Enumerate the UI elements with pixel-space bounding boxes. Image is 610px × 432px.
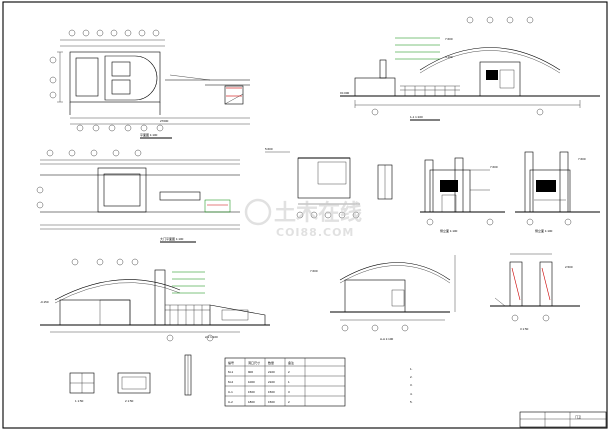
level-7600: 7.600 <box>445 37 453 41</box>
watermark: 土木在线 COI88.COM <box>244 198 362 239</box>
watermark-logo-icon <box>244 198 272 226</box>
schedule-row-1-c0: M-2 <box>228 380 233 384</box>
detail-3-title: 3 1:50 <box>520 327 529 331</box>
window-details: 1 1:50 2 1:50 <box>69 354 192 403</box>
schedule-row-0-c1: 900 <box>248 370 253 374</box>
pillar-level: 2.500 <box>565 265 573 269</box>
schedule-header-1: 洞口尺寸 <box>248 360 260 365</box>
level-4100: 4.100 <box>445 55 453 59</box>
west-elevation-title: 侧立面 1:100 <box>535 228 553 233</box>
east-elevation-title: 侧立面 1:100 <box>440 228 458 233</box>
section-detail: 5.600 <box>265 147 393 219</box>
detail-level: 5.600 <box>265 147 273 151</box>
gate-pillar-detail: 2.500 3 1:50 <box>490 253 580 331</box>
note-4: 4. <box>410 392 413 396</box>
gate-plan: 大门平面图 1:100 <box>36 149 240 243</box>
schedule-row-2-c0: C-1 <box>228 390 233 394</box>
long-level: -0.150 <box>40 300 49 304</box>
dim-total-plan: 27000 <box>160 119 169 123</box>
section-a-a-title: A-A 1:100 <box>380 337 394 341</box>
note-2: 2. <box>410 375 413 379</box>
schedule-row-1-c3: 1 <box>288 380 290 384</box>
east-level-top: 7.600 <box>490 165 498 169</box>
title-block-text: 门卫 <box>575 414 581 419</box>
schedule-row-3-c0: C-2 <box>228 400 233 404</box>
schedule-row-1-c1: 1000 <box>248 380 255 384</box>
schedule-row-1-c2: 2100 <box>268 380 275 384</box>
section-level: 7.600 <box>310 269 318 273</box>
watermark-sub-text: COI88.COM <box>276 226 354 239</box>
note-5: 5. <box>410 400 413 404</box>
floor-plan: 平面图 1:100 27000 <box>49 29 250 139</box>
level-000: ±0.000 <box>340 91 349 95</box>
elevation-1-1: 7.600 4.100 ±0.000 1-1 1:100 <box>340 16 600 121</box>
schedule-row-2-c3: 3 <box>288 390 290 394</box>
schedule-header-0: 编号 <box>228 360 234 365</box>
elevation-long: -0.150 2-2 1:100 <box>40 258 270 342</box>
title-block: 门卫 <box>519 411 607 428</box>
elevation-2-2-title: 2-2 1:100 <box>205 335 218 339</box>
door-window-schedule: 编号 洞口尺寸 数量 备注 M-1 900 2100 2 M-2 1000 21… <box>224 357 346 407</box>
schedule-row-2-c1: 1500 <box>248 390 255 394</box>
schedule-row-3-c1: 1800 <box>248 400 255 404</box>
schedule-row-0-c0: M-1 <box>228 370 233 374</box>
schedule-header-2: 数量 <box>268 360 274 365</box>
detail-1-title: 1 1:50 <box>75 399 84 403</box>
section-a-a: 7.600 A-A 1:100 <box>310 255 456 341</box>
schedule-row-0-c3: 2 <box>288 370 290 374</box>
schedule-row-0-c2: 2100 <box>268 370 275 374</box>
west-level-top: 7.600 <box>578 157 586 161</box>
note-1: 1. <box>410 367 413 371</box>
side-elevation-west: 7.600 侧立面 1:100 <box>515 151 600 233</box>
schedule-row-2-c2: 1500 <box>268 390 275 394</box>
side-elevation-east: 7.600 侧立面 1:100 <box>420 157 505 233</box>
note-3: 3. <box>410 383 413 387</box>
elevation-1-1-title: 1-1 1:100 <box>410 115 423 119</box>
plan-title: 平面图 1:100 <box>140 133 158 137</box>
general-notes: 1. 2. 3. 4. 5. <box>410 367 413 404</box>
gate-plan-title: 大门平面图 1:100 <box>160 236 184 241</box>
detail-2-title: 2 1:50 <box>125 399 134 403</box>
schedule-header-3: 备注 <box>288 360 294 365</box>
schedule-row-3-c2: 1500 <box>268 400 275 404</box>
watermark-main-text: 土木在线 <box>274 200 362 226</box>
schedule-row-3-c3: 2 <box>288 400 290 404</box>
